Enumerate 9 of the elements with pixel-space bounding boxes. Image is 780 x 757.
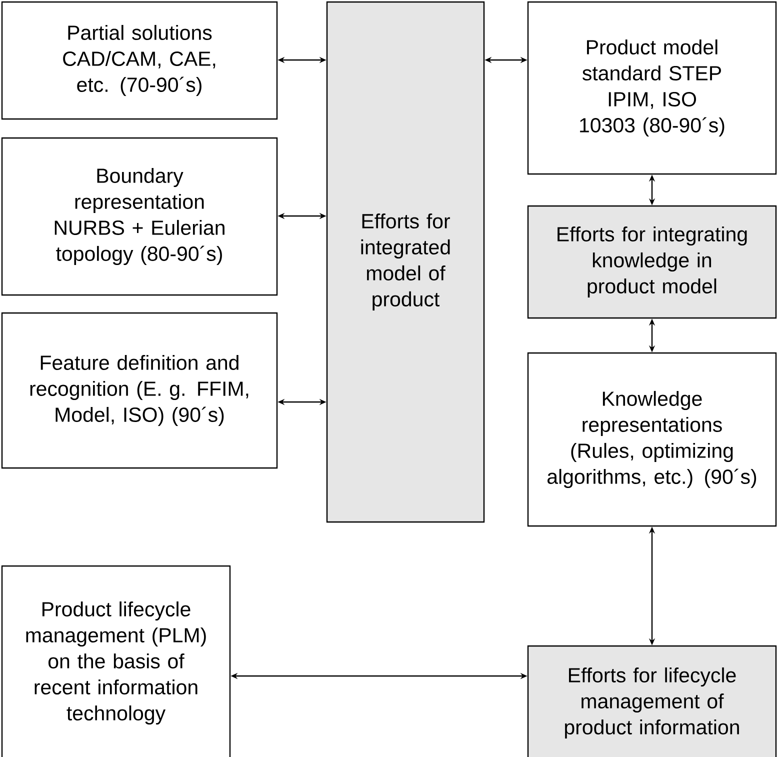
process-box: Feature definition and recognition (E. g. FFIM, Model, ISO) (90´s) bbox=[1, 312, 278, 469]
process-box: Efforts for integrated model of product bbox=[326, 1, 485, 523]
process-box: Product model standard STEP IPIM, ISO 10303 (80-90´s) bbox=[527, 1, 777, 175]
process-box: Product lifecycle management (PLM) on the basis of recent information technology bbox=[1, 565, 231, 757]
process-box: Partial solutions CAD/CAM, CAE, etc. (70-90´s) bbox=[1, 1, 278, 120]
process-box: Efforts for integrating knowledge in product model bbox=[527, 205, 777, 319]
process-box: Knowledge representations (Rules, optimizing algorithms, etc.) (90´s) bbox=[527, 352, 777, 527]
process-box: Boundary representation NURBS + Eulerian topology (80-90´s) bbox=[1, 137, 278, 296]
process-box: Efforts for lifecycle management of product information bbox=[527, 645, 777, 757]
